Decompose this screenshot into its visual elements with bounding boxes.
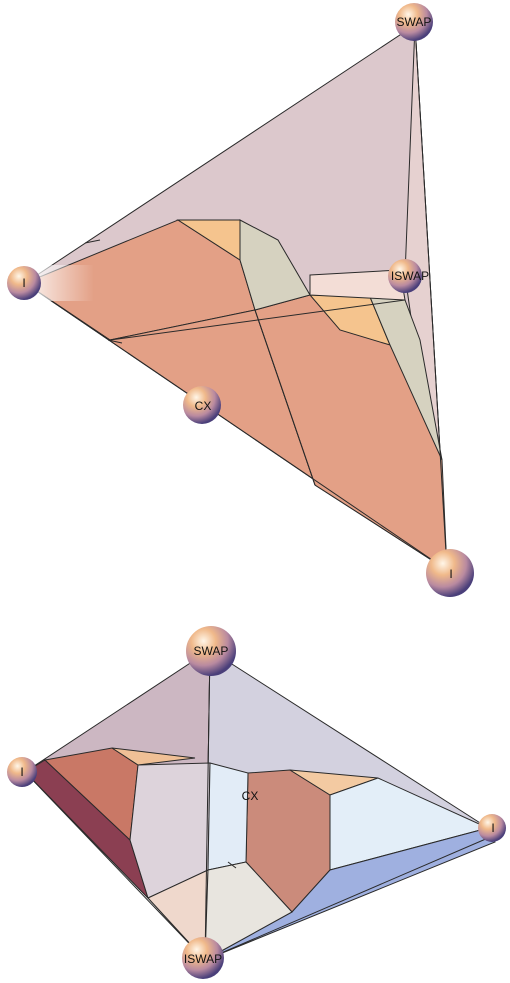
bottom-cx-label: CX bbox=[242, 789, 259, 803]
top-identity-left-label: I bbox=[22, 276, 25, 290]
bottom-swap-label: SWAP bbox=[194, 644, 229, 658]
top-vertex-cx: CX bbox=[183, 386, 221, 424]
bottom-iswap-label: ISWAP bbox=[184, 952, 222, 966]
bottom-tetrahedron: SWAP I CX I ISWAP bbox=[7, 626, 506, 979]
bottom-identity-right-label: I bbox=[491, 821, 494, 835]
bottom-grey-face bbox=[204, 861, 293, 961]
top-cx-label: CX bbox=[195, 399, 212, 413]
top-swap-label: SWAP bbox=[397, 15, 432, 29]
top-vertex-iswap: ISWAP bbox=[388, 259, 429, 293]
bottom-vertex-iswap: ISWAP bbox=[182, 937, 224, 979]
bottom-lightblue-face-center bbox=[207, 762, 249, 871]
top-vertex-identity-bottom: I bbox=[426, 549, 474, 597]
top-iswap-label: ISWAP bbox=[391, 269, 429, 283]
top-vertex-identity-left: I bbox=[7, 266, 41, 300]
bottom-identity-left-label: I bbox=[20, 765, 23, 779]
top-tetrahedron: SWAP ISWAP I CX I bbox=[7, 3, 474, 597]
top-grey-face-1 bbox=[239, 219, 311, 311]
bottom-vertex-identity-left: I bbox=[7, 757, 37, 787]
bottom-vertex-identity-right: I bbox=[478, 814, 506, 842]
top-vertex-swap: SWAP bbox=[395, 3, 433, 41]
top-identity-bottom-label: I bbox=[449, 567, 452, 581]
bottom-tan-face-1 bbox=[111, 747, 196, 766]
bottom-vertex-swap: SWAP bbox=[186, 626, 236, 676]
